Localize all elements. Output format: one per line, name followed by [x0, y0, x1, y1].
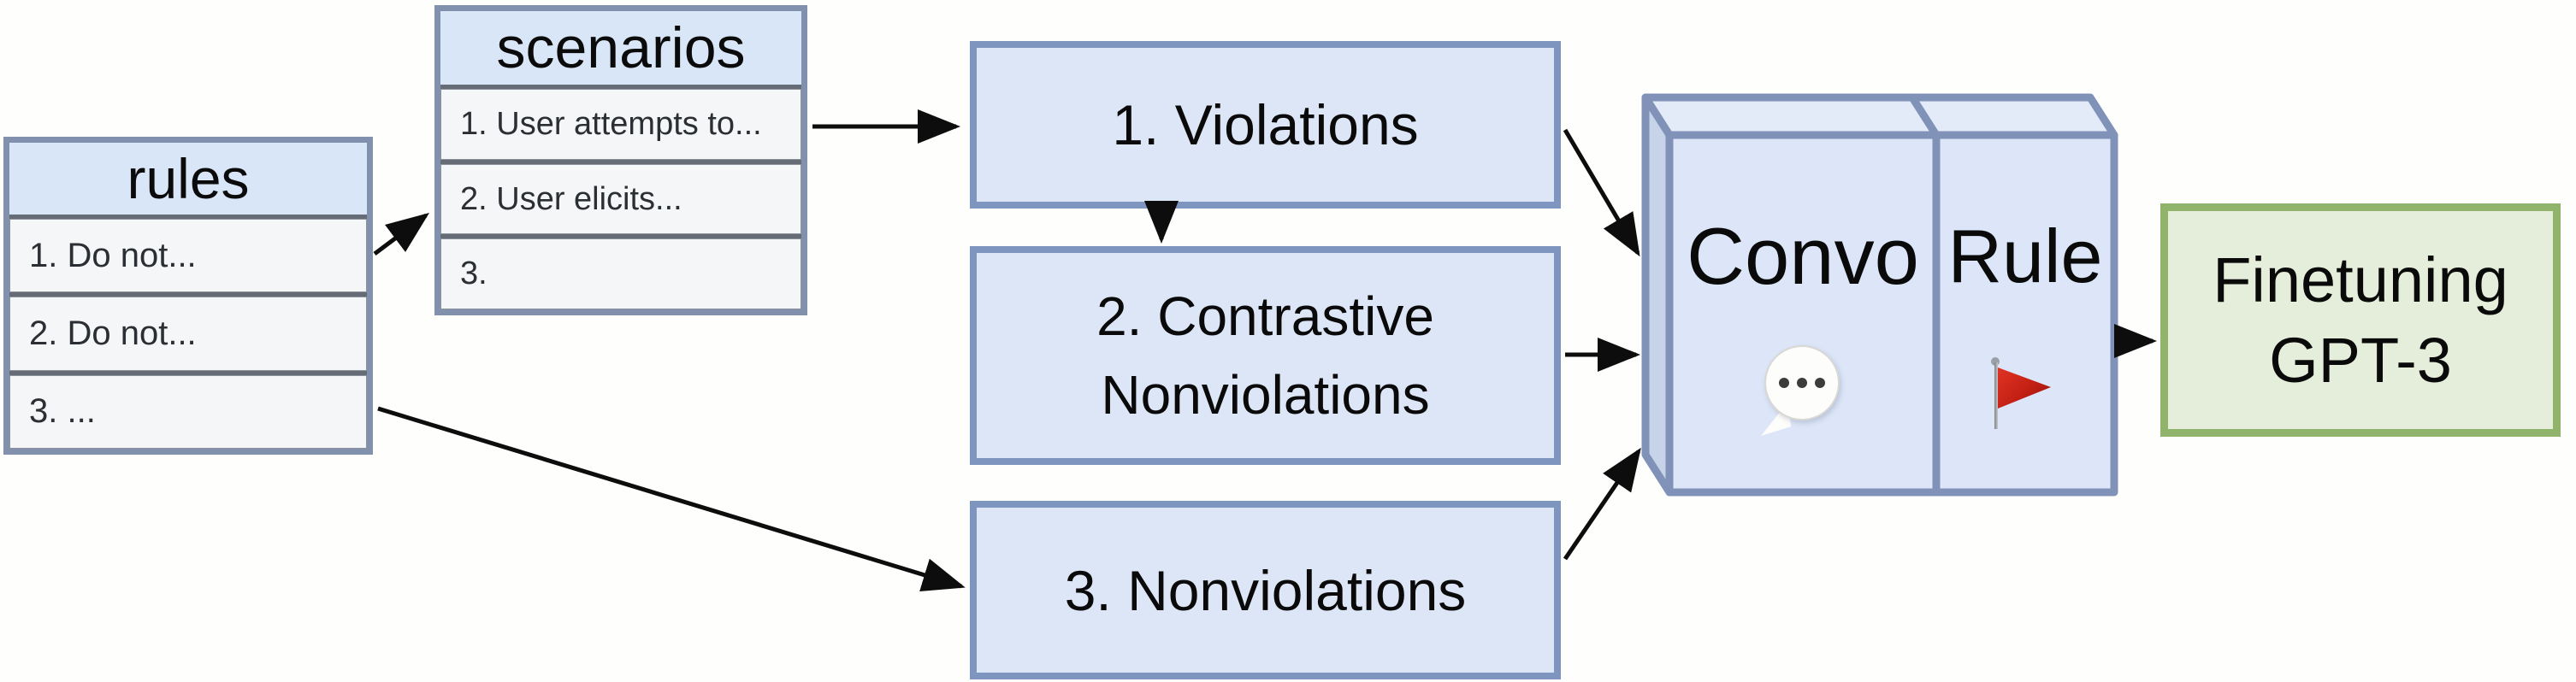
rule-cube-top-face — [1908, 93, 2118, 139]
convo-cube-label: Convo — [1669, 201, 1936, 312]
convo-cube-left-face — [1641, 93, 1674, 497]
rules-row-1: 1. Do not... — [29, 236, 197, 274]
rule-label-text: Rule — [1947, 214, 2103, 298]
convo-label-text: Convo — [1687, 211, 1919, 301]
finetuning-label-line1: Finetuning — [2213, 244, 2508, 315]
convo-cube-top-face — [1641, 93, 1941, 139]
speech-balloon-dot — [1797, 378, 1807, 388]
convo-cube-front-face — [1665, 131, 1941, 497]
arrow-rules-to-nonviolations — [377, 406, 966, 592]
scenarios-row-3: 3. — [460, 256, 487, 292]
contrastive-label-line2: Nonviolations — [1101, 364, 1430, 426]
arrow-nonviolations-to-cube — [1563, 447, 1641, 561]
scenarios-table-header: scenarios — [440, 11, 801, 85]
rules-table-header: rules — [9, 143, 367, 215]
red-flag-icon — [1998, 367, 2051, 409]
contrastive-nonviolations-box: 2. Contrastive Nonviolations — [970, 246, 1561, 465]
rules-table: rules 1. Do not... 2. Do not... 3. ... — [3, 137, 373, 455]
table-row: 2. Do not... — [9, 297, 367, 371]
scenarios-row-1: 1. User attempts to... — [460, 105, 762, 142]
red-flag-pole — [1994, 362, 1998, 429]
rules-row-3: 3. ... — [29, 392, 96, 431]
speech-balloon-icon — [1764, 345, 1840, 420]
nonviolations-box: 3. Nonviolations — [970, 501, 1561, 679]
table-row: 1. Do not... — [9, 219, 367, 293]
violations-label: 1. Violations — [1112, 93, 1419, 156]
speech-balloon-dot — [1815, 378, 1825, 388]
scenarios-row-2: 2. User elicits... — [460, 180, 682, 217]
violations-box: 1. Violations — [970, 41, 1561, 209]
table-row: 1. User attempts to... — [440, 89, 801, 160]
table-row: 3. ... — [9, 374, 367, 449]
rules-table-title: rules — [127, 147, 250, 210]
rules-row-2: 2. Do not... — [29, 314, 197, 352]
finetuning-label-line2: GPT-3 — [2269, 324, 2452, 396]
table-row: 3. — [440, 238, 801, 310]
nonviolations-label: 3. Nonviolations — [1064, 558, 1467, 622]
finetuning-gpt3-box: Finetuning GPT-3 — [2160, 203, 2561, 437]
scenarios-table-title: scenarios — [496, 15, 746, 80]
speech-balloon-dot — [1779, 378, 1789, 388]
arrow-violations-to-cube — [1563, 128, 1640, 257]
rule-cube-front-face — [1932, 131, 2118, 497]
rule-cube-label: Rule — [1936, 201, 2114, 312]
table-row: 2. User elicits... — [440, 163, 801, 235]
contrastive-label-line1: 2. Contrastive — [1096, 285, 1434, 347]
arrow-rules-to-scenarios — [373, 213, 429, 256]
scenarios-table: scenarios 1. User attempts to... 2. User… — [434, 5, 807, 315]
